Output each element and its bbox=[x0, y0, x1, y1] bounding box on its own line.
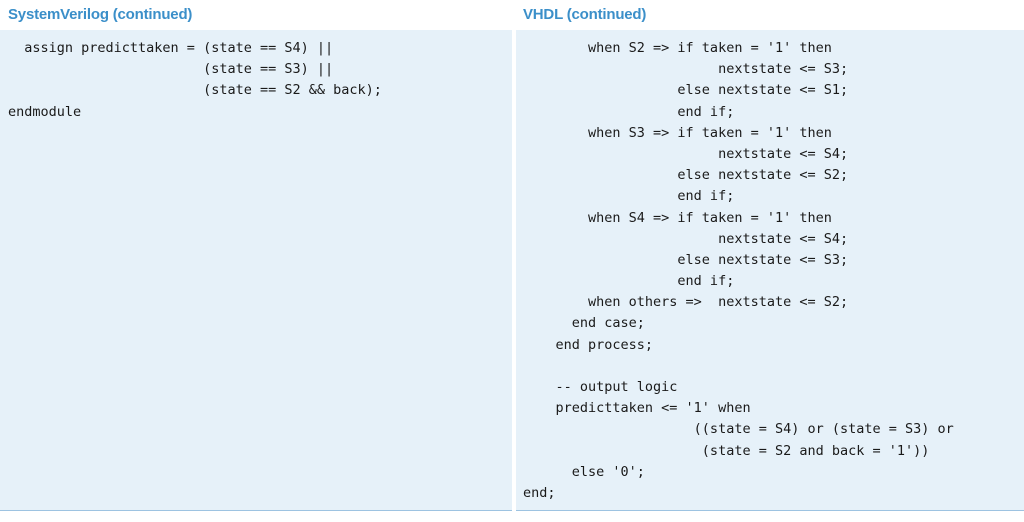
code-line: when S2 => if taken = '1' then bbox=[523, 40, 832, 56]
systemverilog-column-title: SystemVerilog (continued) bbox=[8, 6, 193, 23]
code-line: else nextstate <= S1; bbox=[523, 82, 849, 99]
column-header-band: SystemVerilog (continued) VHDL (continue… bbox=[0, 0, 1024, 30]
code-line: when S3 => if taken = '1' then bbox=[523, 124, 832, 141]
vhdl-column-title: VHDL (continued) bbox=[523, 6, 647, 23]
code-line: ((state = S4) or (state = S3) or bbox=[523, 421, 954, 438]
code-line: nextstate <= S3; bbox=[523, 61, 849, 78]
code-line: end case; bbox=[523, 315, 645, 332]
code-line: end; bbox=[523, 484, 556, 501]
code-line: when S4 => if taken = '1' then bbox=[523, 209, 832, 226]
code-line: (state == S3) || bbox=[8, 61, 334, 78]
code-line: predicttaken <= '1' when bbox=[523, 400, 751, 417]
code-line: endmodule bbox=[8, 103, 82, 120]
code-line: -- output logic bbox=[523, 379, 678, 395]
vhdl-code-block: when S2 => if taken = '1' then nextstate… bbox=[523, 38, 954, 504]
code-line: assign predicttaken = (state == S4) || bbox=[8, 40, 334, 56]
code-line: (state = S2 and back = '1')) bbox=[523, 442, 930, 459]
code-line: end if; bbox=[523, 273, 735, 290]
systemverilog-code-block: assign predicttaken = (state == S4) || (… bbox=[8, 38, 382, 123]
code-line bbox=[523, 356, 954, 377]
code-line: end process; bbox=[523, 336, 654, 353]
column-divider bbox=[512, 30, 516, 511]
code-line: nextstate <= S4; bbox=[523, 145, 849, 162]
code-line: nextstate <= S4; bbox=[523, 230, 849, 247]
vhdl-code-panel: when S2 => if taken = '1' then nextstate… bbox=[516, 30, 1024, 511]
code-line: (state == S2 && back); bbox=[8, 82, 382, 99]
code-line: else nextstate <= S2; bbox=[523, 167, 849, 184]
systemverilog-code-panel: assign predicttaken = (state == S4) || (… bbox=[0, 30, 512, 511]
code-line: end if; bbox=[523, 103, 735, 120]
code-line: when others => nextstate <= S2; bbox=[523, 294, 849, 311]
code-line: end if; bbox=[523, 188, 735, 205]
code-line: else nextstate <= S3; bbox=[523, 251, 849, 268]
code-line: else '0'; bbox=[523, 463, 645, 480]
